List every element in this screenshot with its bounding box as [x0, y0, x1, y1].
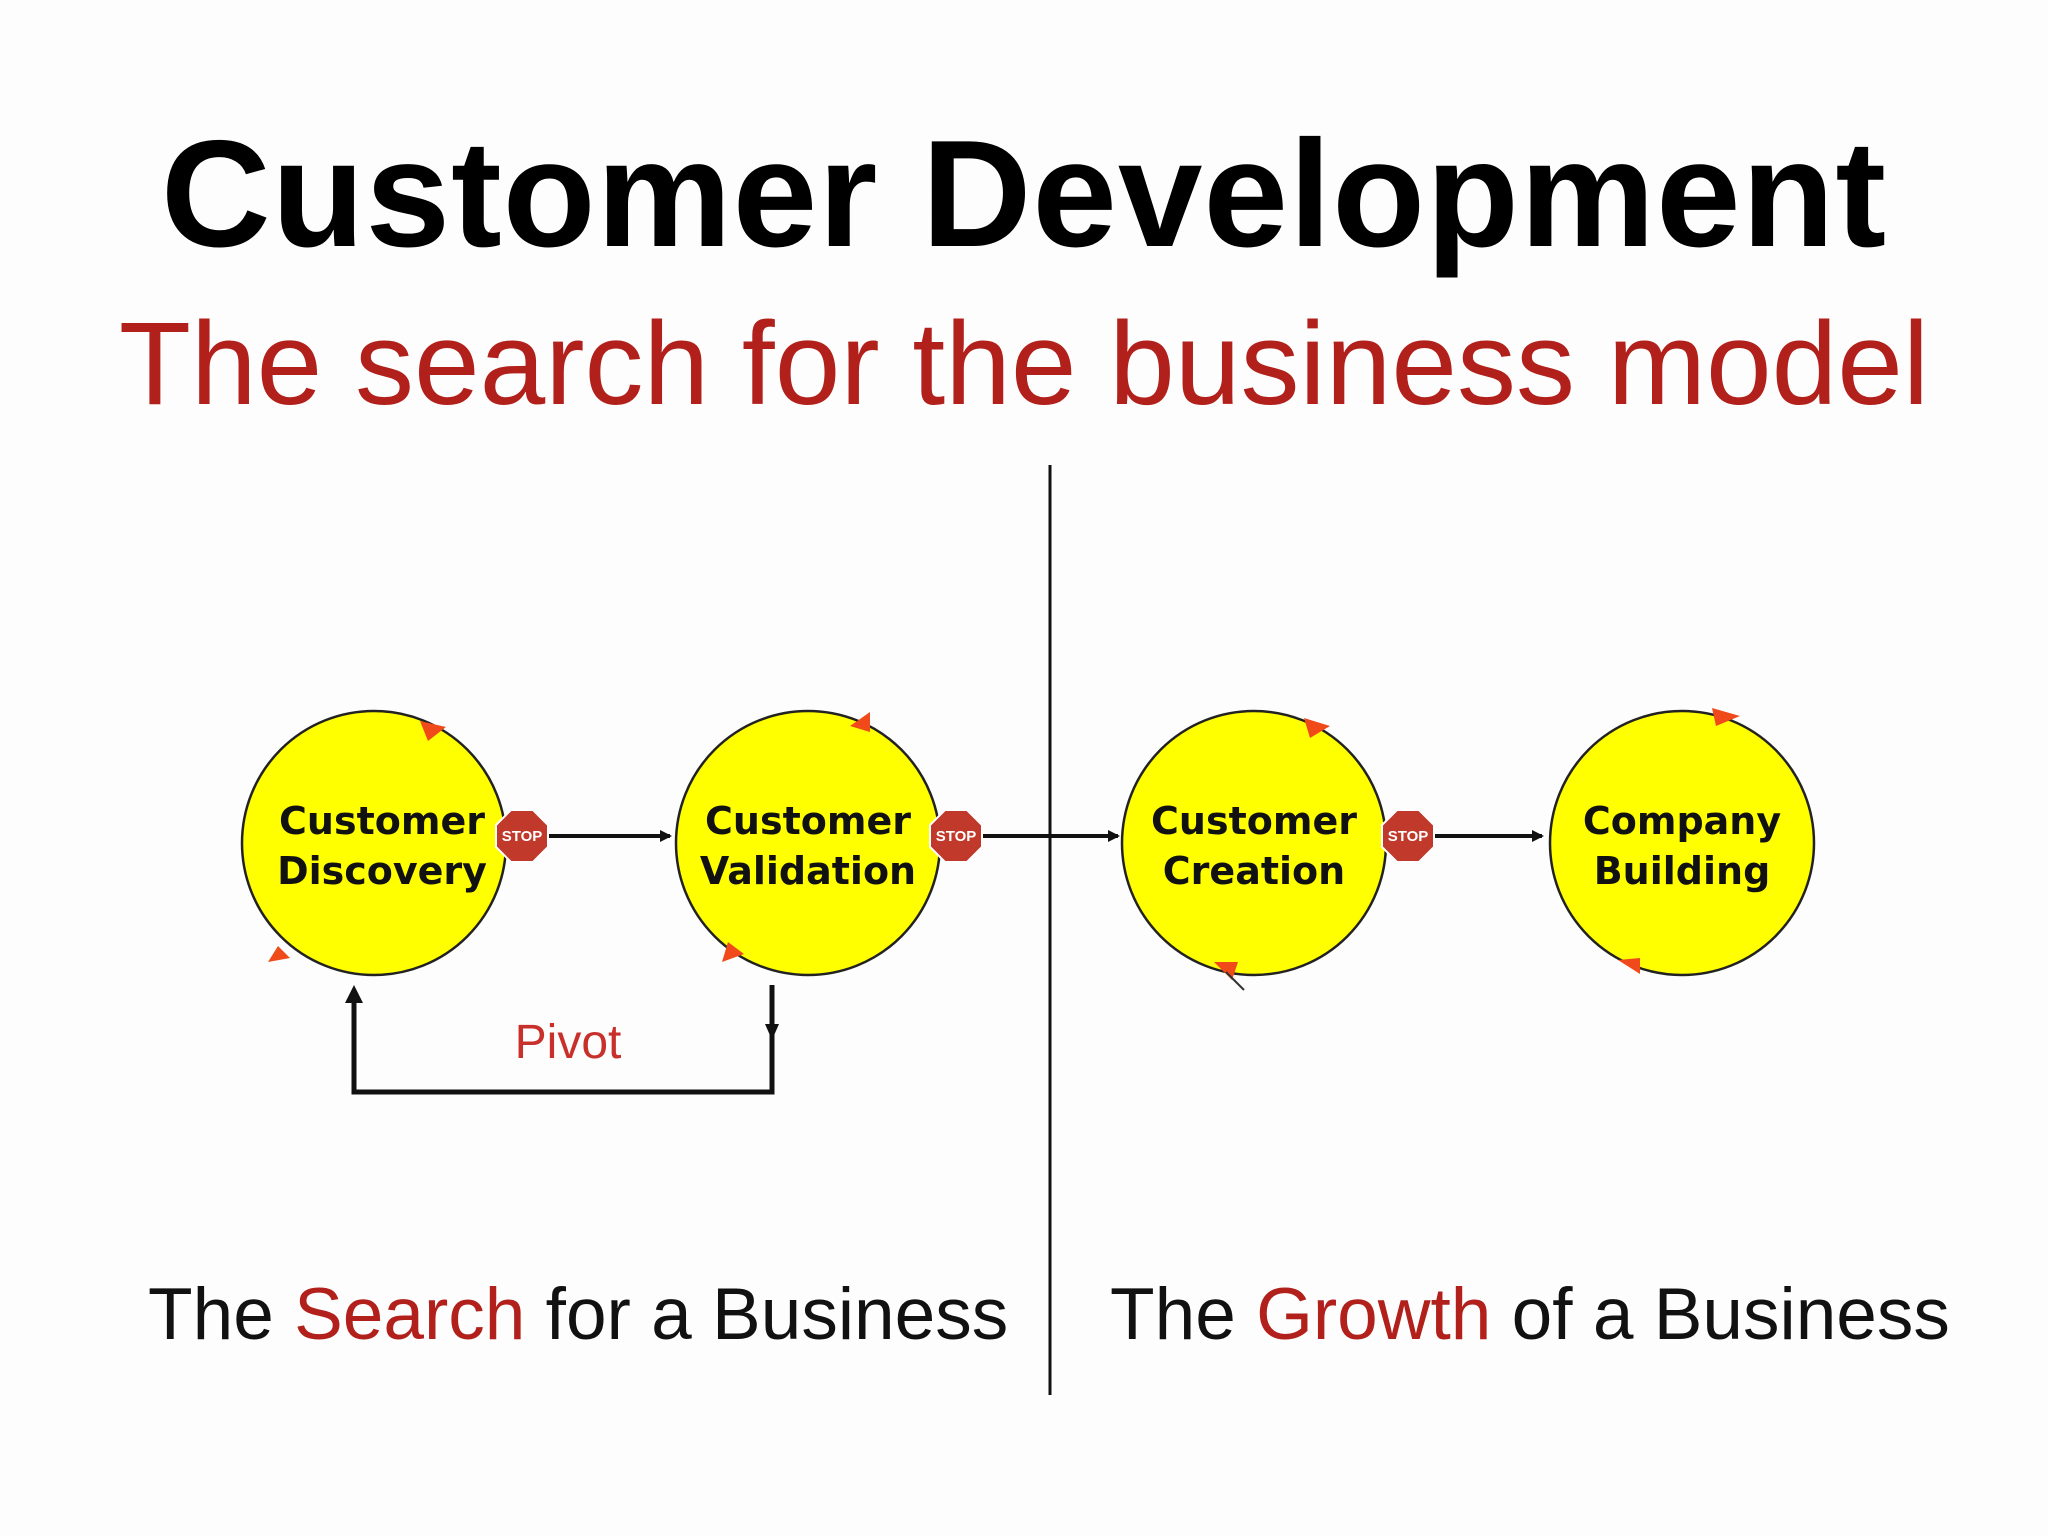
page-title: Customer Development: [160, 109, 1888, 279]
caption-growth: The Growth of a Business: [1110, 1278, 1950, 1351]
page-subtitle: The search for the business model: [118, 298, 1930, 430]
stage-label-line1: Company: [1583, 799, 1781, 843]
stage-label-line2: Building: [1594, 849, 1771, 893]
stage-customer-creation: Customer Creation: [1120, 709, 1388, 991]
stop-sign-text: STOP: [936, 828, 977, 845]
caption-suffix: for a Business: [525, 1274, 1009, 1355]
pivot-loop: [345, 985, 779, 1095]
caption-prefix: The: [1110, 1274, 1257, 1355]
pivot-label: Pivot: [515, 1016, 622, 1069]
stop-sign-text: STOP: [502, 828, 543, 845]
stage-label-line2: Validation: [700, 849, 916, 893]
stop-sign-icon: STOP: [495, 809, 549, 863]
caption-suffix: of a Business: [1491, 1274, 1950, 1355]
caption-highlight: Growth: [1256, 1274, 1492, 1355]
stage-company-building: Company Building: [1548, 708, 1816, 977]
stop-sign-icon: STOP: [1381, 809, 1435, 863]
stage-label-line1: Customer: [1151, 799, 1357, 843]
stage-label-line1: Customer: [705, 799, 911, 843]
caption-highlight: Search: [294, 1274, 526, 1355]
caption-search: The Search for a Business: [148, 1278, 1008, 1351]
stage-label-line2: Creation: [1163, 849, 1345, 893]
stop-sign-icon: STOP: [929, 809, 983, 863]
caption-prefix: The: [148, 1274, 295, 1355]
stage-label-line2: Discovery: [277, 849, 487, 893]
stage-customer-validation: Customer Validation: [674, 709, 942, 977]
stage-label-line1: Customer: [279, 799, 485, 843]
stop-sign-text: STOP: [1388, 828, 1429, 845]
stage-customer-discovery: Customer Discovery: [240, 709, 508, 977]
